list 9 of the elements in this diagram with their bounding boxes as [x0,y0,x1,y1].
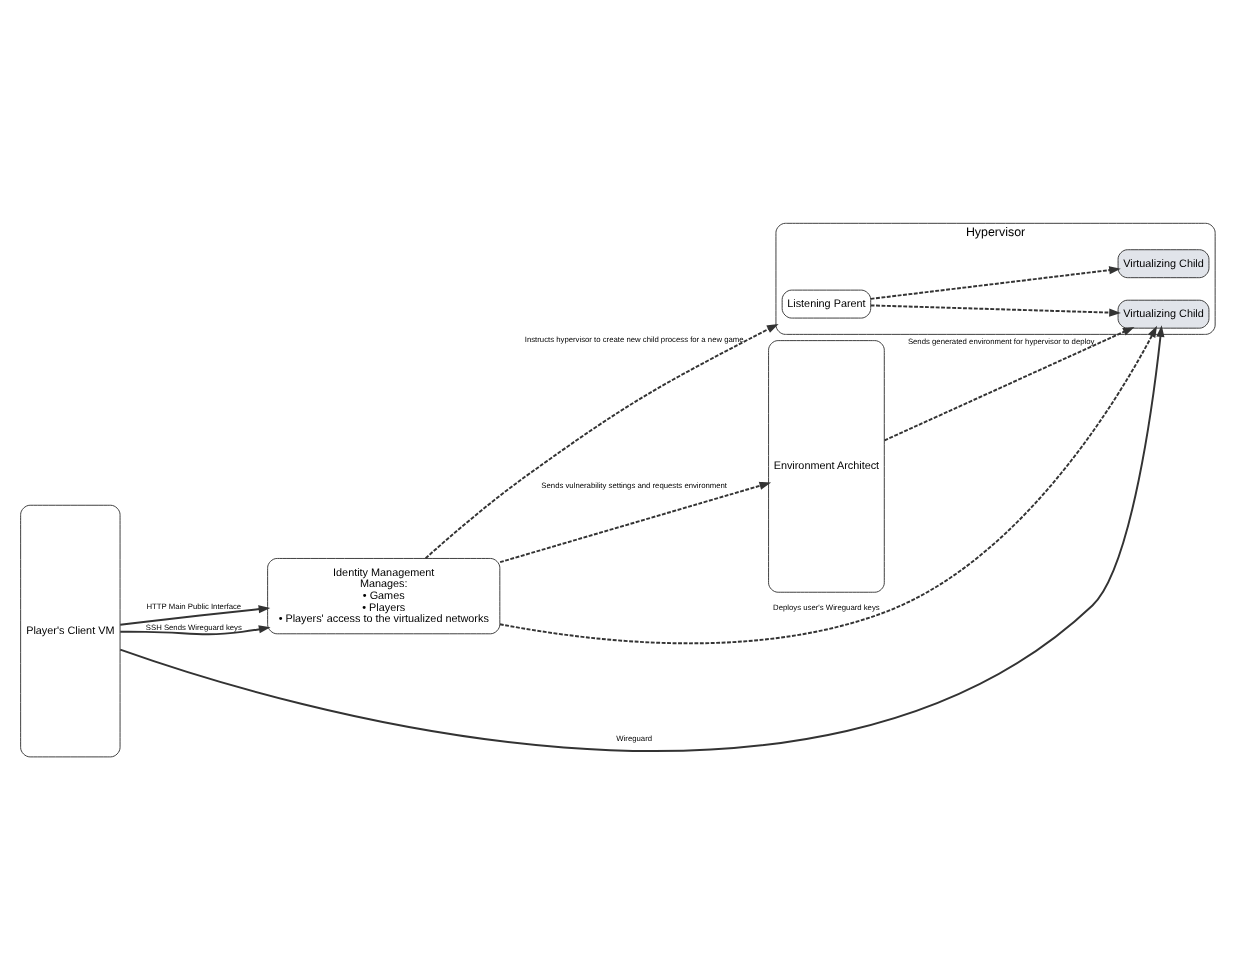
arrow [869,266,1121,300]
arrow [424,323,779,560]
arrow [119,605,271,626]
arrow [119,325,1165,753]
arrow [883,327,1135,442]
arrow [498,325,1158,645]
arrow [869,304,1121,317]
arrow [119,625,271,636]
arrow [499,481,772,564]
